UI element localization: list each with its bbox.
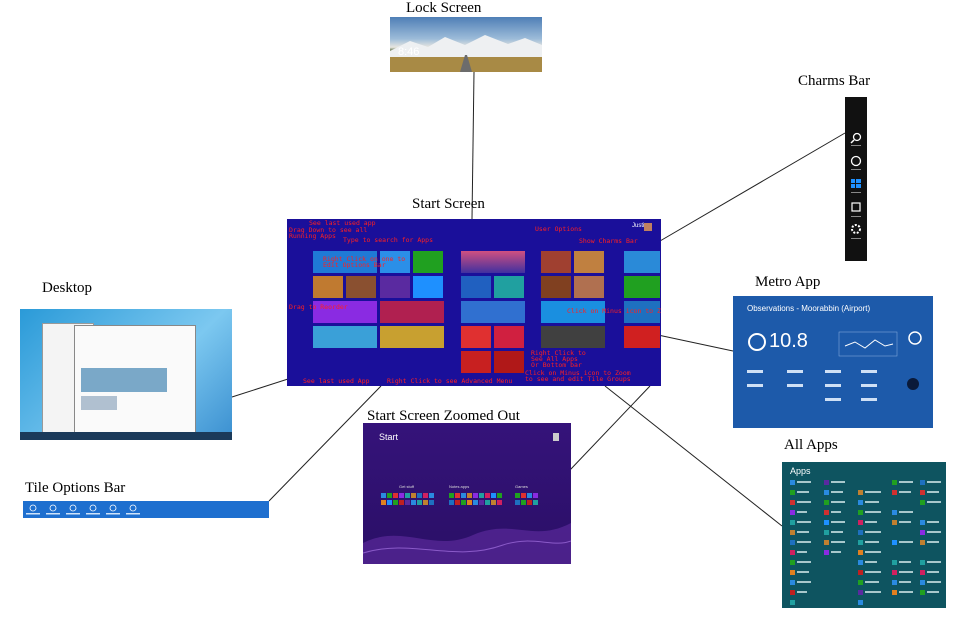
annotation: See last used App [303,377,370,385]
group-label: Games [515,484,528,489]
link-metro-start [657,334,734,352]
tile [574,251,604,273]
annotation: See All Apps [531,355,578,363]
start-screen-thumbnail: Justin See last used app Drag Down to se… [287,219,661,386]
tile [541,276,571,298]
tile [380,301,444,323]
all-apps-title: Apps [790,466,811,476]
tile [624,276,660,298]
annotation: User Options [535,225,582,233]
label-charms-bar: Charms Bar [798,73,871,89]
tile [313,301,377,323]
link-charms-start [659,132,846,242]
link-allapps-start [604,385,783,527]
tile [541,326,605,348]
link-desktop-start [231,378,289,398]
annotation: Running Apps [289,232,336,240]
avatar [644,223,652,231]
tile [313,326,377,348]
annotation: See last used app [309,219,376,227]
user-name: Justin [632,223,648,229]
annotation: Click on Minus icon to Zoom out [567,307,661,315]
devices-icon [851,202,861,212]
tile [541,301,605,323]
metro-app-thumbnail: Observations - Moorabbin (Airport) 10.8 [733,296,933,428]
label-desktop: Desktop [42,280,92,296]
metro-temperature: 10.8 [769,330,808,352]
link-lock-start [471,71,475,220]
tile [380,251,410,273]
tile [461,251,525,273]
tile [461,276,491,298]
tile [574,276,604,298]
tile [541,251,571,273]
tile [413,276,443,298]
annotation: Or Bottom bar [531,361,582,369]
lock-time: 8:46 [398,46,420,58]
annotation: to see and edit Tile Groups [525,375,631,383]
annotation: Right Click to [531,349,586,357]
label-start-zoomed-out: Start Screen Zoomed Out [367,408,520,424]
annotation: Right Click to see Advanced Menu [387,377,513,385]
desktop-thumbnail [20,309,232,440]
all-apps-thumbnail: Apps [782,462,946,608]
tile [494,276,524,298]
dialog-window [74,325,196,435]
tile [461,326,491,348]
taskbar [20,432,232,440]
tile [313,251,377,273]
search-icon [850,132,862,144]
lock-screen-thumbnail: 8:46 [390,17,542,72]
charms-bar-thumbnail [845,97,867,261]
tile [624,301,660,323]
link-tilebar-start [268,385,382,502]
annotation: Right Click on one to [323,255,406,263]
label-all-apps: All Apps [784,437,838,453]
settings-icon [851,224,861,234]
annotation: Click on Minus icon to Zoom [525,369,631,377]
share-icon [850,155,862,167]
tile [624,251,660,273]
link-zoom-start [569,385,651,471]
annotation: Show Charms Bar [579,237,638,245]
tile [461,301,525,323]
group-label: Notes apps [449,484,470,489]
annotation: Drag to Reorder [289,303,348,311]
metro-title: Observations - Moorabbin (Airport) [747,304,871,313]
label-start-screen: Start Screen [412,196,485,212]
annotation: Type to search for Apps [343,236,434,244]
zoomed-title: Start [379,432,399,442]
tile [624,326,660,348]
tile [380,276,410,298]
label-lock-screen: Lock Screen [406,0,482,16]
annotation: Drag Down to see all [289,226,368,234]
tile-options-bar-thumbnail [23,501,269,518]
label-metro-app: Metro App [755,274,821,290]
tile [380,326,444,348]
group-label: Get stuff [399,484,415,489]
annotation: Edit Options Bar [323,261,386,269]
start-zoomed-out-thumbnail: Start Get stuff Notes apps Games [363,423,571,564]
start-icon [851,179,861,188]
tile [461,351,491,373]
label-tile-options-bar: Tile Options Bar [25,480,126,496]
tile [313,276,343,298]
tile [494,326,524,348]
tile [413,251,443,273]
tile [494,351,524,373]
tile [346,276,376,298]
